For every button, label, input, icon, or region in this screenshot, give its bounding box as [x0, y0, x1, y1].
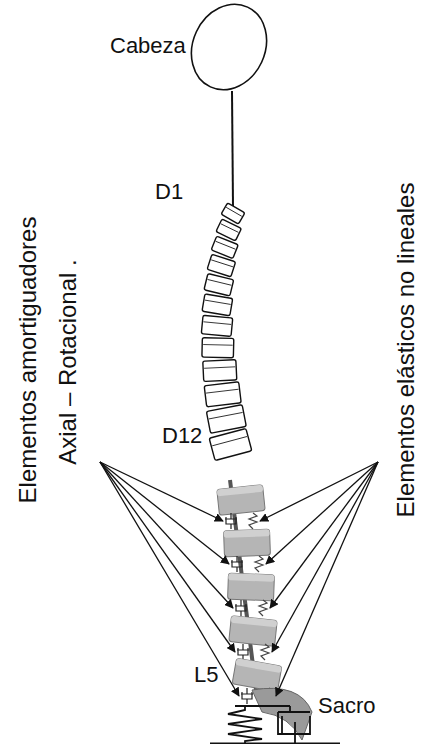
spring-caption: Elementos elásticos no lineales — [393, 183, 419, 518]
base-bar — [235, 705, 290, 707]
vertebra-label: D1 — [155, 180, 183, 204]
head-label: Cabeza — [110, 34, 186, 58]
base-damper — [278, 706, 310, 744]
damper-caption: Axial – Rotacional . — [55, 259, 81, 464]
vertebra-label: L5 — [194, 663, 218, 687]
lumbar-vertebrae — [217, 485, 282, 704]
ground-line — [210, 743, 340, 744]
head-ellipse — [178, 0, 280, 102]
thoracic-vertebrae — [201, 203, 252, 461]
leader-lines — [100, 462, 378, 696]
base-spring — [228, 706, 262, 744]
sacrum-label: Sacro — [318, 694, 375, 718]
base-damper-cup — [278, 712, 310, 734]
neck-line — [232, 91, 233, 207]
vertebra-label: D12 — [162, 424, 202, 448]
damper-caption: Elementos amortiguadores — [15, 217, 41, 504]
